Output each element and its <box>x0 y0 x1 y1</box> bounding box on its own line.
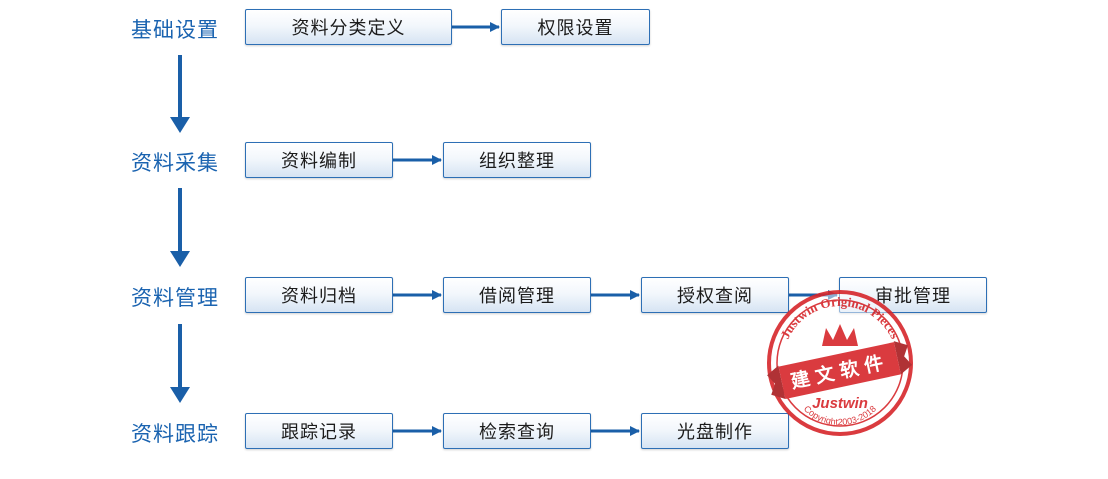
step-box-search-query[interactable]: 检索查询 <box>443 413 591 449</box>
stage-label-management: 资料管理 <box>131 286 219 310</box>
step-box-disc-burning[interactable]: 光盘制作 <box>641 413 789 449</box>
stage-label-tracking: 资料跟踪 <box>131 422 219 446</box>
vertical-arrow-3 <box>170 324 190 403</box>
step-box-archiving[interactable]: 资料归档 <box>245 277 393 313</box>
stage-label-basic-settings: 基础设置 <box>131 18 219 42</box>
step-box-approval[interactable]: 审批管理 <box>839 277 987 313</box>
step-box-permission-settings[interactable]: 权限设置 <box>501 9 650 45</box>
step-box-compilation[interactable]: 资料编制 <box>245 142 393 178</box>
step-box-organization[interactable]: 组织整理 <box>443 142 591 178</box>
stage-label-collection: 资料采集 <box>131 151 219 175</box>
step-box-category-definition[interactable]: 资料分类定义 <box>245 9 452 45</box>
vertical-arrow-2 <box>170 188 190 267</box>
step-box-tracking-records[interactable]: 跟踪记录 <box>245 413 393 449</box>
step-box-borrowing[interactable]: 借阅管理 <box>443 277 591 313</box>
crown-icon <box>822 324 858 346</box>
vertical-arrow-1 <box>170 55 190 133</box>
step-box-authorized-access[interactable]: 授权查阅 <box>641 277 789 313</box>
stamp-brand-text: Justwin <box>812 395 868 412</box>
